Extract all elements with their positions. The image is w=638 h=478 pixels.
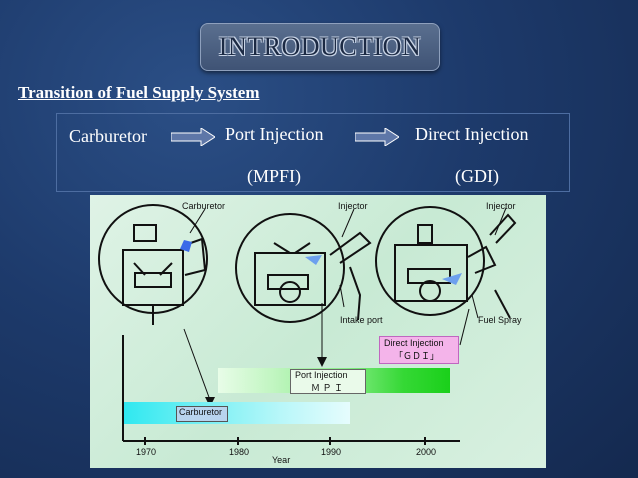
carburetor-bar-label-box: Carburetor	[176, 406, 228, 422]
label-injector-mid: Injector	[338, 201, 368, 211]
label-mpi: Ｍ Ｐ Ｉ	[311, 383, 344, 393]
mpi-label-box: Port Injection Ｍ Ｐ Ｉ	[290, 369, 366, 394]
flow-step-carburetor: Carburetor	[69, 126, 147, 146]
label-gdi: 「ＧＤＩ」	[394, 351, 440, 361]
year-tick-2000: 2000	[416, 447, 437, 457]
label-carburetor-top: Carburetor	[182, 201, 226, 211]
slide-title: INTRODUCTION	[218, 32, 422, 61]
flow-step-direct-injection: Direct Injection	[415, 124, 529, 144]
label-injector-right: Injector	[486, 201, 516, 211]
carburetor-era-bar	[124, 402, 350, 424]
fuel-system-diagram: Carburetor Injector Injector Intake port…	[90, 195, 546, 468]
flow-step-gdi: (GDI)	[455, 166, 499, 186]
engine-illustrations	[98, 204, 517, 445]
slide-subtitle: Transition of Fuel Supply System	[18, 83, 260, 102]
slide-title-box: INTRODUCTION	[200, 23, 440, 71]
gdi-label-box: Direct Injection 「ＧＤＩ」	[379, 336, 459, 364]
label-fuel-spray: Fuel Spray	[478, 315, 522, 325]
label-intake-port: Intake port	[340, 315, 383, 325]
transition-flow-box: Carburetor Port Injection (MPFI) Direct …	[56, 113, 570, 192]
year-tick-1970: 1970	[136, 447, 157, 457]
flow-arrow-1-icon	[171, 128, 215, 146]
year-tick-1990: 1990	[321, 447, 342, 457]
label-carburetor-bar: Carburetor	[179, 407, 223, 417]
flow-step-mpfi: (MPFI)	[247, 166, 302, 186]
label-direct-injection: Direct Injection	[384, 338, 444, 348]
flow-arrow-2-icon	[355, 128, 399, 146]
timeline-axis-label: Year	[272, 455, 291, 465]
flow-step-port-injection: Port Injection	[225, 124, 324, 144]
year-tick-1980: 1980	[229, 447, 250, 457]
label-port-injection: Port Injection	[295, 370, 348, 380]
